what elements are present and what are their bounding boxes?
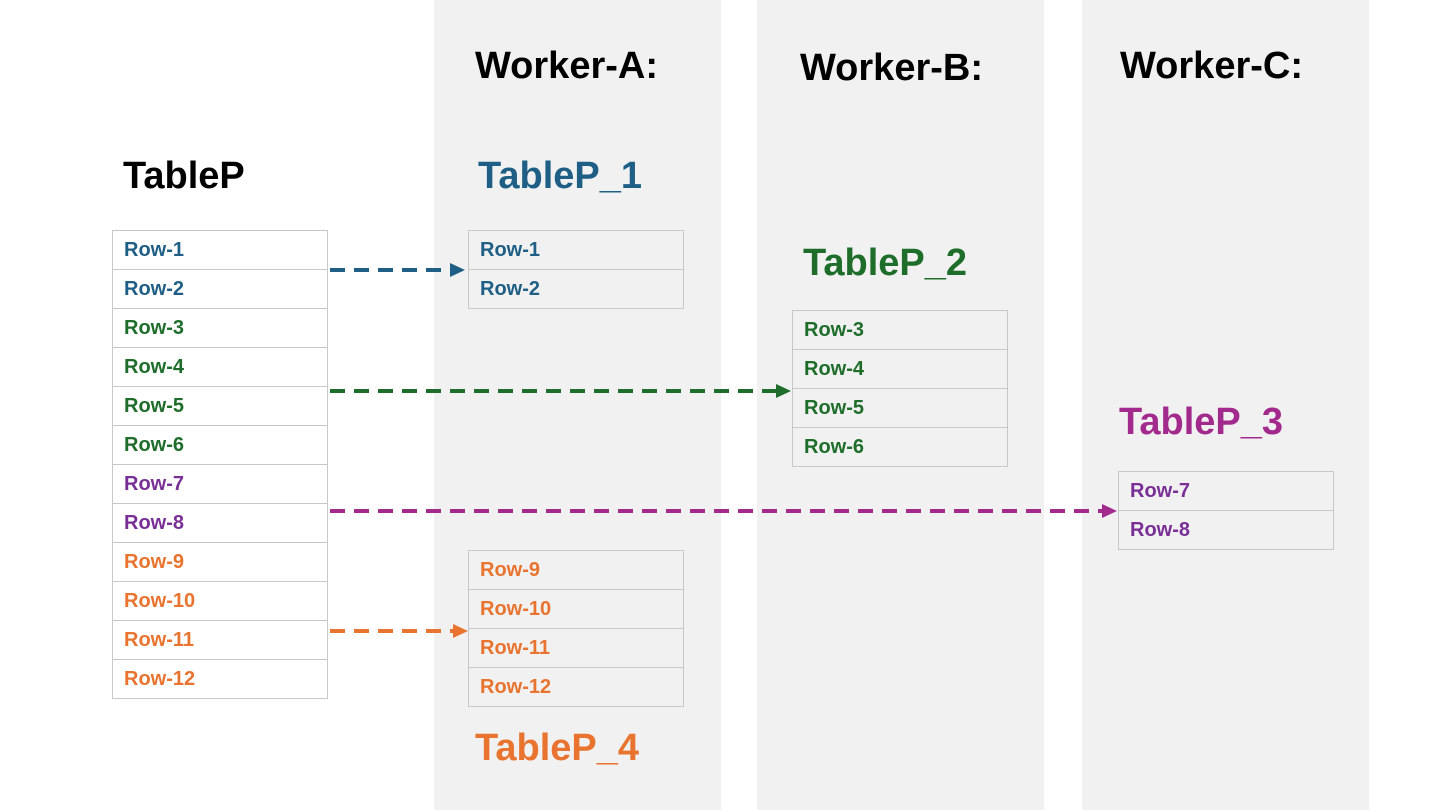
table-row: Row-5	[112, 386, 328, 426]
table-row: Row-9	[112, 542, 328, 582]
arrow-to-partition-4	[330, 624, 468, 638]
table-row: Row-10	[112, 581, 328, 621]
worker-c-column	[1082, 0, 1369, 810]
table-row: Row-8	[112, 503, 328, 543]
table-row: Row-2	[112, 269, 328, 309]
arrow-to-partition-2	[330, 384, 791, 398]
partition-2-title: TableP_2	[803, 242, 968, 284]
worker-c-title: Worker-C:	[1120, 45, 1303, 87]
table-row: Row-1	[468, 230, 684, 270]
table-row: Row-6	[792, 427, 1008, 467]
table-row: Row-7	[112, 464, 328, 504]
table-row: Row-12	[468, 667, 684, 707]
partition-3-title: TableP_3	[1119, 401, 1284, 443]
table-row: Row-11	[112, 620, 328, 660]
worker-b-title: Worker-B:	[800, 47, 983, 89]
partition-4-title: TableP_4	[475, 727, 640, 769]
table-row: Row-12	[112, 659, 328, 699]
partition-1-title: TableP_1	[478, 155, 643, 197]
source-table-title: TableP	[123, 155, 245, 197]
table-row: Row-9	[468, 550, 684, 590]
table-row: Row-3	[792, 310, 1008, 350]
table-row: Row-2	[468, 269, 684, 309]
table-row: Row-3	[112, 308, 328, 348]
table-row: Row-8	[1118, 510, 1334, 550]
arrow-to-partition-3	[330, 504, 1117, 518]
table-row: Row-4	[792, 349, 1008, 389]
table-row: Row-4	[112, 347, 328, 387]
arrow-to-partition-1	[330, 263, 465, 277]
worker-a-title: Worker-A:	[475, 45, 658, 87]
table-row: Row-6	[112, 425, 328, 465]
table-row: Row-11	[468, 628, 684, 668]
table-row: Row-1	[112, 230, 328, 270]
